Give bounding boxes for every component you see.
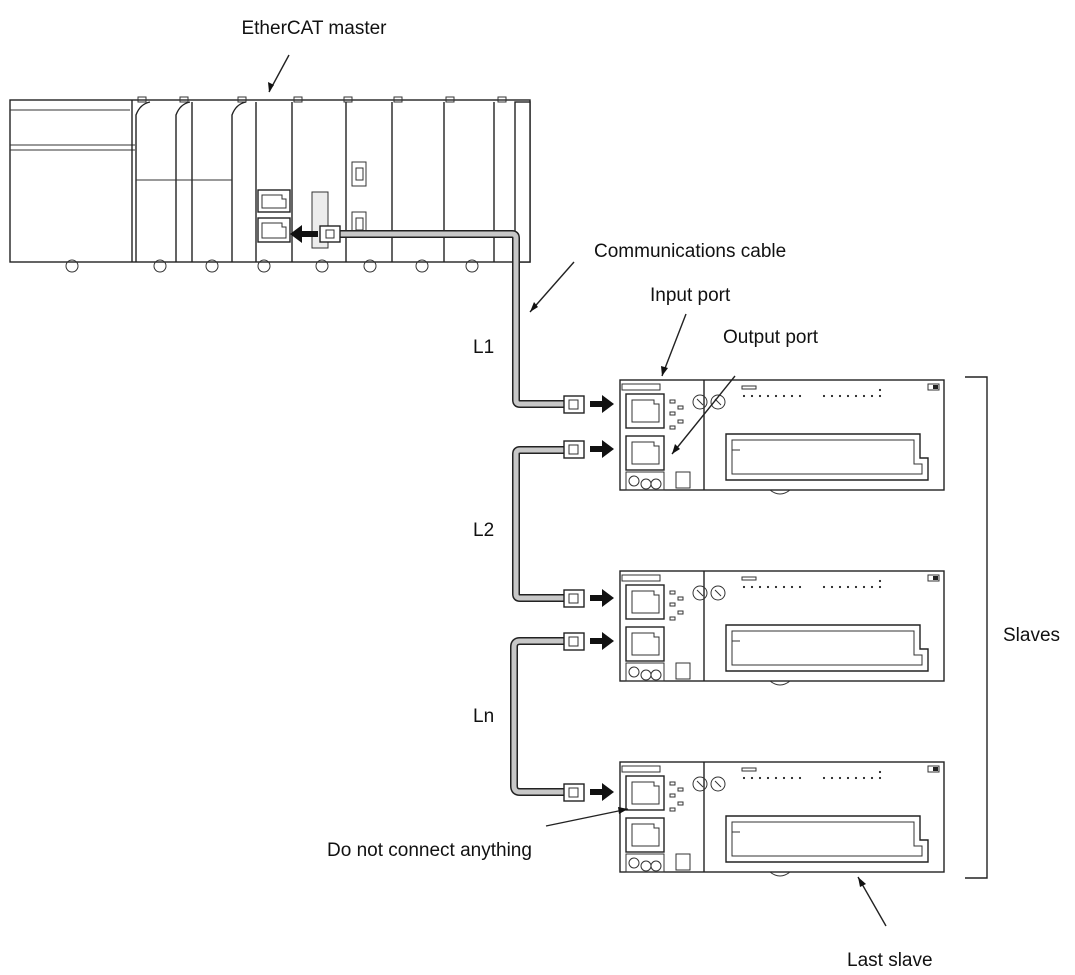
label-do-not-connect: Do not connect anything <box>327 840 532 861</box>
plug-l1-in <box>564 395 614 413</box>
slave-1 <box>620 380 944 494</box>
label-l2: L2 <box>473 520 494 541</box>
label-communications-cable: Communications cable <box>594 241 786 262</box>
plug-l2-in <box>564 589 614 607</box>
leader-cable <box>530 262 574 312</box>
plug-l2-out <box>564 440 614 458</box>
plug-ln-in <box>564 783 614 801</box>
slave-3-last <box>620 762 944 876</box>
label-ethercat-master: EtherCAT master <box>241 18 387 39</box>
leader-no-connect <box>546 809 628 826</box>
label-input-port: Input port <box>650 285 731 306</box>
leader-input-port <box>662 314 686 376</box>
ethercat-master-unit <box>10 97 530 272</box>
label-ln: Ln <box>473 706 494 727</box>
cable-plugs <box>564 395 614 801</box>
label-last-slave: Last slave <box>847 950 933 971</box>
plug-ln-out <box>564 632 614 650</box>
cable-ln <box>514 641 566 792</box>
label-slaves: Slaves <box>1003 625 1060 646</box>
slave-2 <box>620 571 944 685</box>
master-port-1 <box>258 190 290 212</box>
cable-l2 <box>516 450 566 598</box>
label-output-port: Output port <box>723 327 819 348</box>
slaves-bracket <box>965 377 987 878</box>
label-l1: L1 <box>473 337 494 358</box>
